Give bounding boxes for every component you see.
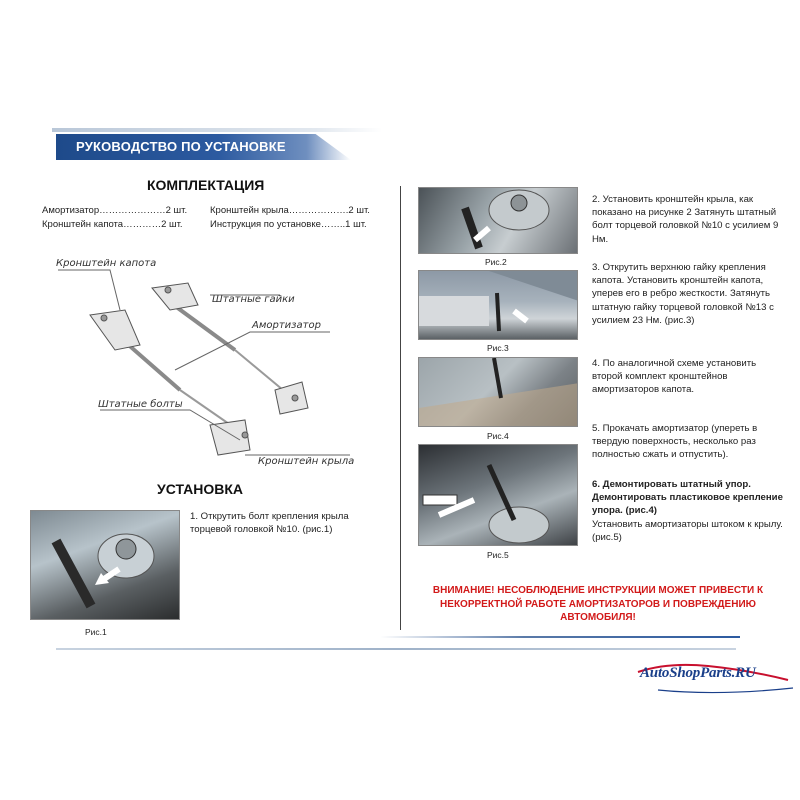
nut-2 [164,286,172,294]
label-shock: Амортизатор [251,320,321,331]
footer-line [56,648,736,650]
bolt-1 [241,431,249,439]
label-bolts: Штатные болты [98,398,183,410]
column-divider [400,186,401,630]
bolt-2 [291,394,299,402]
arrow-icon [437,497,476,518]
leader-bolts [100,409,241,441]
arrow-icon [473,225,491,243]
footer-accent-line [380,636,740,638]
label-fender-bracket: Кронштейн крыла [258,456,354,467]
arrow-icon [512,308,529,324]
hood-bracket-1 [89,309,141,351]
header-banner [56,134,351,160]
logo-text[interactable]: AutoShopParts.RU [640,665,756,681]
figure-3-photo [418,270,578,340]
step-6: 6. Демонтировать штатный упор. Демонтиро… [592,478,784,544]
leader-shock [174,331,330,371]
figure-1-caption: Рис.1 [85,627,107,637]
figure-5-photo [418,444,578,546]
warning-text: ВНИМАНИЕ! НЕСОБЛЮДЕНИЕ ИНСТРУКЦИИ МОЖЕТ … [432,585,764,624]
figure-4-caption: Рис.4 [487,431,509,441]
kit-item-shock: Амортизатор…………………2 шт. [42,205,188,216]
kit-item-hood-bracket: Кронштейн капота…………2 шт. [42,219,183,230]
step-4: 4. По аналогичной схеме установить второ… [592,358,757,396]
nut-1 [100,314,108,322]
page-title: РУКОВОДСТВО ПО УСТАНОВКЕ [76,139,286,154]
step-6-rest: Установить амортизаторы штоком к крылу. … [592,518,783,543]
header-rule [52,128,382,132]
install-title: УСТАНОВКА [157,481,244,497]
step-1: 1. Открутить болт крепления крыла торцев… [190,511,349,536]
step-3: 3. Открутить верхнюю гайку крепления кап… [592,262,774,326]
figure-3-caption: Рис.3 [487,343,509,353]
figure-5-caption: Рис.5 [487,550,509,560]
leader-hood-bracket [58,269,121,311]
license-plate [422,494,458,506]
kit-title: КОМПЛЕКТАЦИЯ [147,177,265,193]
label-hood-bracket: Кронштейн капота [56,258,156,269]
figure-2-caption: Рис.2 [485,257,507,267]
kit-item-manual: Инструкция по установке……..1 шт. [210,219,367,230]
figure-4-photo [418,357,578,427]
kit-item-fender-bracket: Кронштейн крыла……………….2 шт. [210,205,370,216]
fender-bracket-1 [209,419,251,456]
logo-car-icon [637,663,794,694]
step-6-bold: 6. Демонтировать штатный упор. Демонтиро… [592,479,783,517]
step-2: 2. Установить кронштейн крыла, как показ… [592,194,779,245]
parts-diagram: Кронштейн капота Штатные гайки Амортизат… [56,258,354,467]
figure-1-photo [30,510,180,620]
figure-2-photo [418,187,578,254]
hood-bracket-2 [151,282,199,311]
label-nuts: Штатные гайки [212,294,295,305]
step-5: 5. Прокачать амортизатор (упереть в твер… [592,423,758,461]
